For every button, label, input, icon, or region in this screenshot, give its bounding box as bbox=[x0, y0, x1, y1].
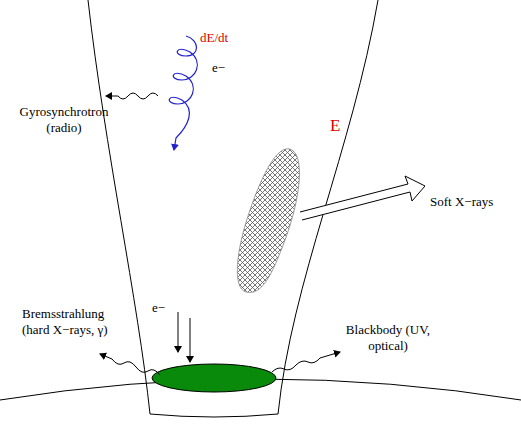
loop-base bbox=[150, 414, 278, 417]
electron-label: e− bbox=[152, 300, 182, 316]
energy-region bbox=[237, 149, 299, 293]
electron-label: e− bbox=[212, 60, 242, 76]
hard-xray-wave bbox=[100, 354, 160, 375]
emission-label: Blackbody (UV, optical) bbox=[344, 322, 432, 354]
footpoint bbox=[152, 364, 276, 392]
energy-rate-label: dE/dt bbox=[200, 30, 260, 46]
loop-edge bbox=[88, 0, 150, 414]
electron-arrow bbox=[190, 318, 191, 362]
radio-wave bbox=[106, 93, 158, 99]
blackbody-wave bbox=[272, 352, 340, 372]
emission-label: Bremsstrahlung (hard X−rays, γ) bbox=[22, 306, 134, 338]
electron-spiral bbox=[169, 36, 197, 150]
emission-label: Gyrosynchrotron (radio) bbox=[12, 104, 116, 136]
soft-xray-arrow bbox=[300, 176, 425, 220]
emission-label: Soft X−rays bbox=[430, 194, 516, 210]
energy-label: E bbox=[330, 118, 360, 134]
electron-arrow bbox=[178, 312, 179, 352]
